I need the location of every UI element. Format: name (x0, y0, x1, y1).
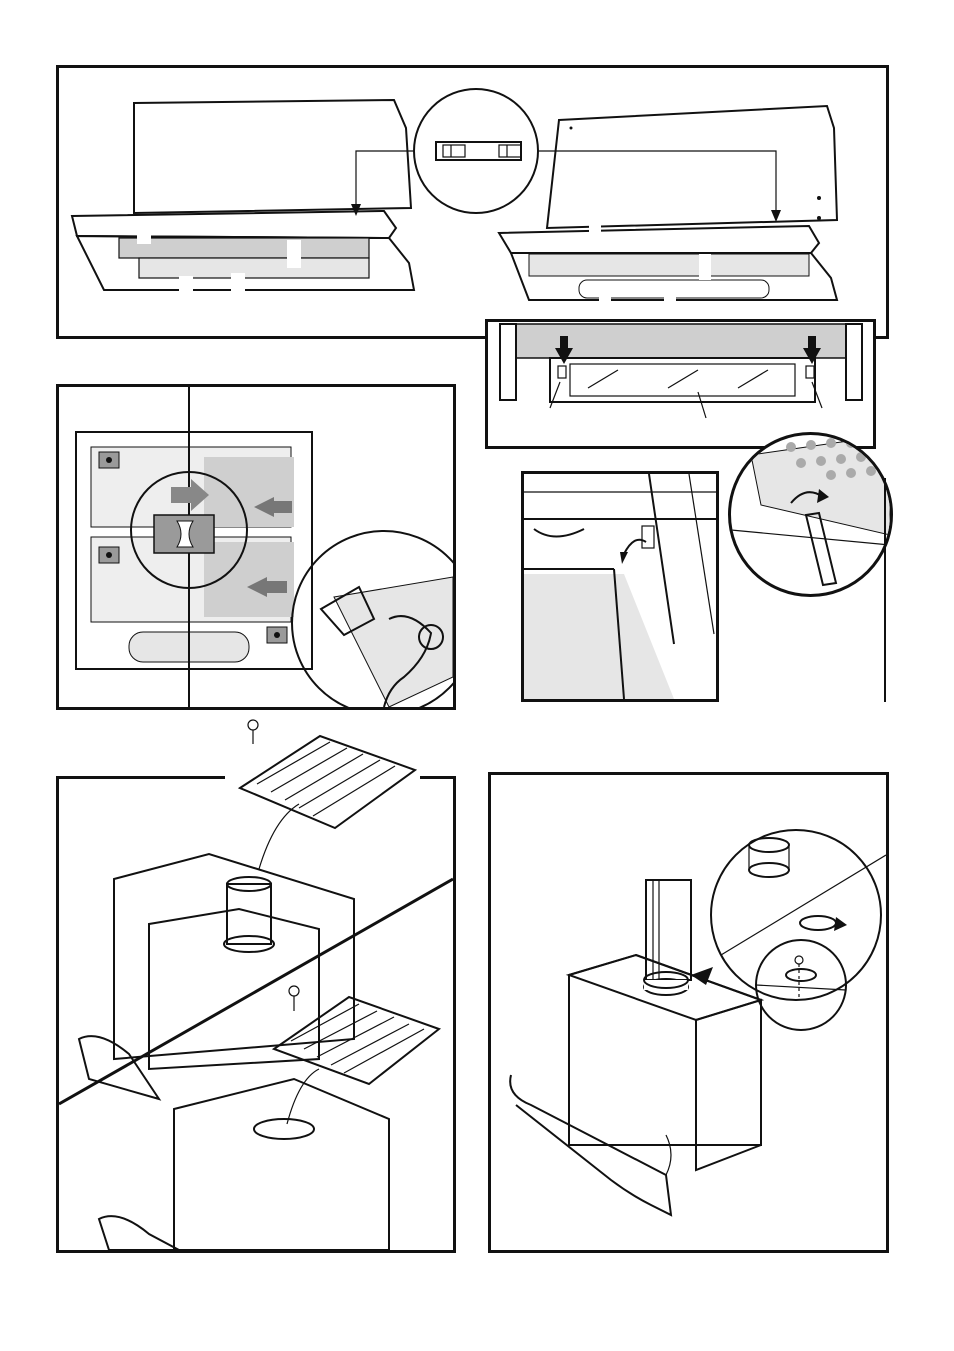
slider-switch-magnifier (414, 89, 538, 213)
fig-front-filter-detail (485, 319, 876, 449)
clip-icon (558, 366, 814, 378)
hinge-clip-drawing (524, 474, 716, 699)
charcoal-filter-top (225, 718, 420, 838)
hinge-magnifier (728, 432, 893, 597)
left-hood-icon (72, 100, 414, 296)
charcoal-filter-icon (274, 997, 439, 1084)
duct-icon (646, 880, 691, 980)
fig-duct-connection (488, 772, 889, 1253)
collar-icon (749, 838, 847, 931)
screw-icon (248, 720, 258, 744)
fig-grease-filter-removal (56, 384, 456, 710)
vertical-rule (884, 478, 886, 702)
right-hood-icon (499, 106, 837, 302)
hand-icon (292, 531, 453, 707)
grease-filter-removal-drawing (59, 387, 453, 707)
charcoal-filter-fitting-drawing (59, 779, 453, 1250)
screw-icon (289, 986, 299, 1011)
fig-hinge-clip (521, 471, 719, 702)
hinge-icon (642, 526, 654, 548)
screw-icon (786, 956, 816, 1000)
hood-front-views-drawing (59, 68, 886, 336)
duct-connection-drawing (491, 775, 886, 1250)
front-filter-detail-drawing (488, 322, 873, 446)
fig-hood-front-views (56, 65, 889, 339)
fig-charcoal-filter-fitting (56, 776, 456, 1253)
